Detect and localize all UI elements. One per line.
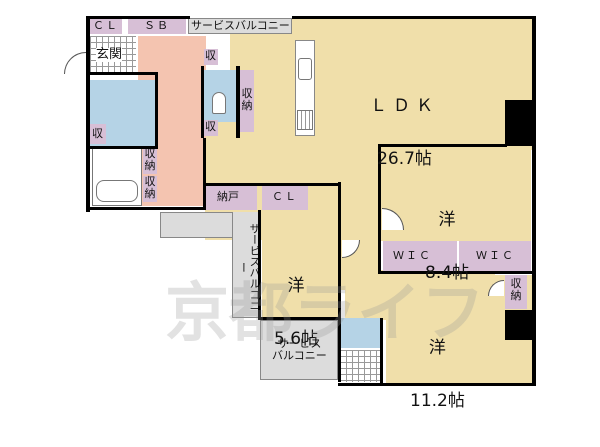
nando (205, 186, 257, 210)
western-11-2-name: 洋 (428, 337, 446, 358)
room-shower (340, 350, 380, 382)
closet-entrance-label: ＣＬ (93, 19, 119, 32)
wall-5-6-bottom (258, 317, 340, 320)
storage-hall-2-label: 収納 (144, 175, 156, 200)
wall-right-pillar-1 (505, 100, 533, 146)
room-western-5-6 (262, 205, 340, 318)
storage-toilet-bottom (204, 120, 218, 136)
shoe-box (128, 18, 186, 34)
wall-toilet-left (201, 66, 204, 138)
wall-hall-bottom (86, 207, 206, 210)
service-balcony-bottom-label: サービス バルコニー (272, 337, 327, 362)
western-5-6-name: 洋 (287, 275, 305, 296)
storage-toilet-side-label: 収納 (241, 87, 253, 112)
wall-wic-bottom (378, 271, 534, 274)
toilet-icon (212, 92, 226, 114)
floor-plan: 玄関 ＣＬ ＳＢ 収 収 収納 収 収納 収納 納戸 ＣＬ ＷＩＣ ＷＩＣ 収納… (64, 16, 536, 410)
storage-washroom-label: 収 (92, 127, 103, 140)
wall-right-upper (532, 16, 536, 386)
room-small-wash (340, 318, 380, 348)
wic-1 (383, 241, 457, 271)
storage-toilet-bottom-label: 収 (205, 120, 216, 133)
closet-5-6 (262, 186, 308, 210)
wall-top-ldk (292, 16, 536, 19)
wall-washroom-right (155, 72, 158, 148)
wall-5-6-top (203, 183, 341, 186)
storage-hall-1 (143, 148, 157, 174)
wall-toilet-right (236, 66, 240, 138)
entrance-label: 玄関 (96, 47, 123, 62)
service-balcony-bottom (260, 320, 338, 380)
storage-hall-1-label: 収納 (144, 147, 156, 172)
wic-1-label: ＷＩＣ (393, 249, 432, 262)
western-5-6-size: 5.6帖 (274, 329, 319, 350)
storage-11-2-label: 収納 (510, 277, 522, 302)
wall-8-4-top (381, 144, 507, 147)
ldk-size: 26.7帖 (377, 149, 432, 170)
bathtub-icon (96, 180, 138, 202)
wall-washroom-top (86, 72, 156, 75)
stove-icon (297, 110, 313, 130)
wall-bottom (338, 383, 536, 386)
wall-11-2-left (380, 318, 383, 384)
storage-11-2 (505, 275, 527, 309)
closet-entrance (90, 18, 122, 34)
storage-toilet-side (240, 70, 254, 132)
ldk-label: ＬＤＫ 26.7帖 (370, 62, 439, 205)
service-balcony-top-label: サービスバルコニー (191, 19, 290, 32)
western-8-4-size: 8.4帖 (425, 263, 470, 284)
western-11-2-label: 洋 11.2帖 (410, 304, 465, 447)
entrance-door[interactable] (64, 52, 86, 74)
service-balcony-top (188, 18, 292, 34)
service-balcony-middle-label: サービスバルコニー (237, 223, 261, 311)
storage-toilet-top (204, 49, 218, 65)
wall-8-4-left (378, 144, 381, 274)
wall-hall-right (203, 138, 206, 210)
room-corridor (340, 150, 380, 290)
western-8-4-name: 洋 (438, 209, 456, 230)
nando-label: 納戸 (217, 190, 239, 203)
storage-toilet-top-label: 収 (205, 49, 216, 62)
western-5-6-label: 洋 5.6帖 (274, 242, 318, 385)
sink-icon (298, 58, 312, 80)
room-western-8-4 (381, 146, 531, 241)
wall-right-pillar-2 (505, 310, 533, 340)
wall-5-6-left (258, 210, 261, 318)
wic-2-label: ＷＩＣ (476, 249, 515, 262)
western-8-4-label: 洋 8.4帖 (425, 176, 469, 319)
storage-hall-2 (143, 176, 157, 202)
western-11-2-size: 11.2帖 (410, 391, 465, 412)
wall-bath-top (86, 146, 158, 149)
room-western-11-2-upper (345, 270, 495, 320)
wall-left-outer (86, 16, 90, 212)
wic-2 (459, 241, 531, 271)
ldk-name: ＬＤＫ (370, 95, 439, 116)
wall-5-6-right (338, 182, 341, 382)
wall-top-entry (86, 16, 190, 19)
storage-washroom (90, 124, 106, 144)
closet-5-6-label: ＣＬ (272, 190, 298, 203)
shoe-box-label: ＳＢ (144, 19, 170, 32)
